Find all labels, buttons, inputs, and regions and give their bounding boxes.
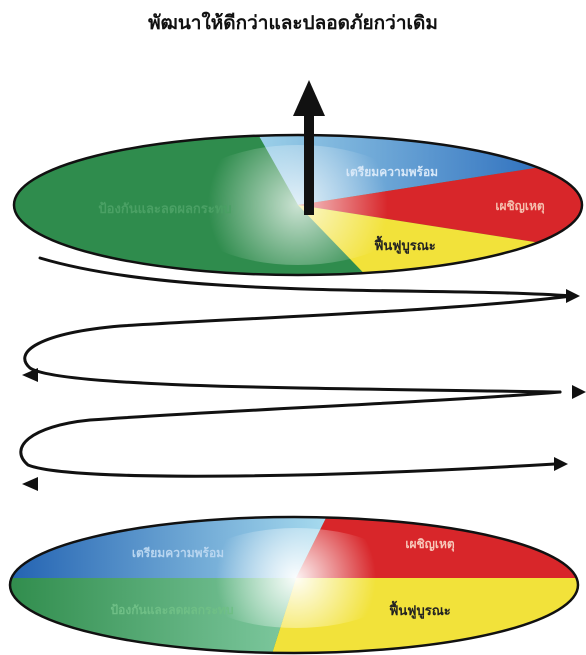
- spiral-path: [21, 258, 572, 476]
- bottom-disc: [0, 510, 586, 655]
- top-response-label: เผชิญเหตุ: [495, 199, 545, 214]
- bottom-response-label: เผชิญเหตุ: [405, 537, 455, 552]
- bottom-preparedness-label: เตรียมความพร้อม: [132, 546, 224, 560]
- bottom-prevention-label: ป้องกันและลดผลกระทบ: [111, 603, 234, 617]
- top-preparedness-label: เตรียมความพร้อม: [346, 165, 438, 179]
- top-prevention-label: ป้องกันและลดผลกระทบ: [98, 201, 231, 217]
